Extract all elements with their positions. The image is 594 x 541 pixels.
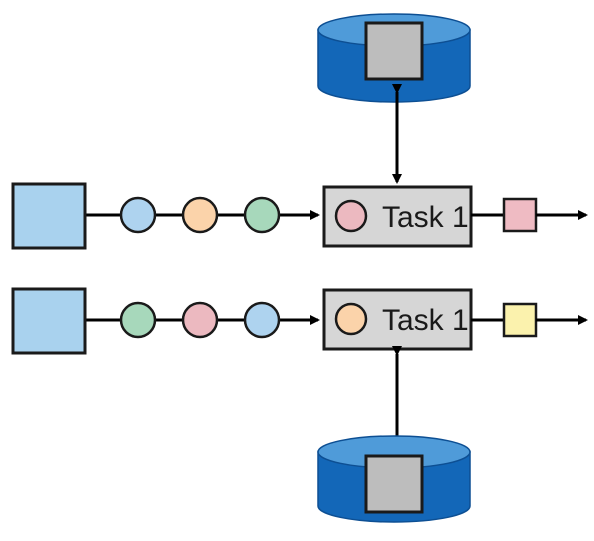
output-square-yellow [502, 302, 538, 338]
output-square-pink [502, 197, 538, 233]
pipeline-row-1: Task 1 [11, 182, 588, 250]
pipeline-row-2: Task 1 [11, 287, 588, 355]
state-value-square [364, 454, 424, 514]
event-circle-blue [119, 196, 157, 234]
event-circle-orange [181, 196, 219, 234]
source-square [11, 287, 87, 355]
source-square [11, 182, 87, 250]
task-box: Task 1 [322, 288, 473, 351]
event-circle-blue [243, 301, 281, 339]
task-label: Task 1 [382, 304, 469, 337]
state-value-square [364, 21, 424, 81]
task-box: Task 1 [322, 185, 473, 248]
state-store-bottom [317, 435, 471, 523]
state-store-top [317, 13, 471, 103]
task-label: Task 1 [382, 201, 469, 234]
event-circle-green [243, 196, 281, 234]
task-indicator-circle [334, 302, 368, 336]
event-circle-green [119, 301, 157, 339]
event-circle-pink [181, 301, 219, 339]
task-indicator-circle [334, 199, 368, 233]
